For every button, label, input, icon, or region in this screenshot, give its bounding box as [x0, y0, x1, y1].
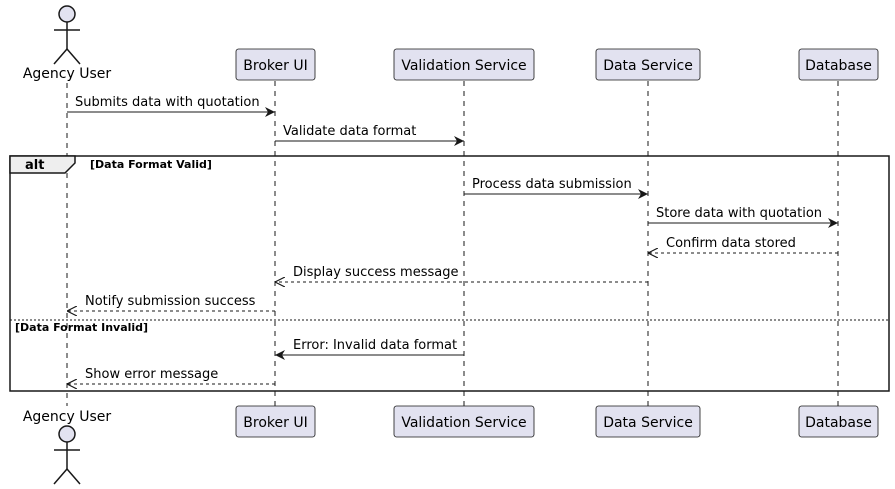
message-label: Notify submission success — [85, 294, 256, 309]
alt-condition-valid: [Data Format Valid] — [90, 158, 212, 171]
participant-label: Data Service — [603, 415, 693, 431]
participant-label: Broker UI — [243, 415, 307, 431]
alt-frame — [9, 155, 890, 392]
participant-box — [595, 405, 701, 438]
message: Validate data format — [275, 124, 464, 146]
participant-box — [393, 48, 535, 81]
message: Display success message — [275, 265, 648, 282]
participant-label: Broker UI — [243, 58, 307, 74]
actor-agency-top: Agency User — [23, 5, 112, 82]
participant-label: Database — [805, 415, 872, 431]
participant-database-top: Database — [798, 48, 879, 81]
message: Show error message — [67, 367, 275, 384]
participant-box — [595, 48, 701, 81]
message-label: Store data with quotation — [656, 206, 822, 221]
participant-label: Validation Service — [401, 415, 526, 431]
message-label: Error: Invalid data format — [293, 338, 457, 353]
actor-figure-icon — [53, 5, 81, 65]
participant-broker-top: Broker UI — [235, 48, 316, 81]
message-label: Validate data format — [283, 124, 416, 139]
message: Error: Invalid data format — [275, 338, 464, 360]
participant-box — [798, 48, 879, 81]
participant-validation-top: Validation Service — [393, 48, 535, 81]
message-label: Show error message — [85, 367, 218, 382]
participant-validation-bottom: Validation Service — [393, 405, 535, 438]
actor-label: Agency User — [23, 66, 112, 82]
participant-label: Validation Service — [401, 58, 526, 74]
participant-box — [235, 405, 316, 438]
participant-dataservice-bottom: Data Service — [595, 405, 701, 438]
alt-condition-invalid: [Data Format Invalid] — [15, 321, 148, 334]
actor-agency-bottom: Agency User — [23, 409, 112, 485]
message-label: Confirm data stored — [666, 236, 796, 251]
message: Notify submission success — [67, 294, 275, 311]
participant-label: Database — [805, 58, 872, 74]
participant-dataservice-top: Data Service — [595, 48, 701, 81]
alt-keyword: alt — [25, 158, 44, 173]
participant-box — [798, 405, 879, 438]
message: Store data with quotation — [648, 206, 838, 228]
message-label: Submits data with quotation — [75, 95, 260, 110]
participant-broker-bottom: Broker UI — [235, 405, 316, 438]
alt-label-tab — [9, 155, 76, 174]
message: Submits data with quotation — [67, 95, 275, 117]
actor-label: Agency User — [23, 409, 112, 425]
alt-fragment: alt [Data Format Valid] [Data Format Inv… — [9, 155, 890, 392]
participant-box — [393, 405, 535, 438]
message-label: Process data submission — [472, 177, 632, 192]
message: Confirm data stored — [648, 236, 838, 253]
participant-label: Data Service — [603, 58, 693, 74]
message-label: Display success message — [293, 265, 458, 280]
actor-figure-icon — [53, 425, 81, 485]
participant-database-bottom: Database — [798, 405, 879, 438]
message: Process data submission — [464, 177, 648, 199]
participant-box — [235, 48, 316, 81]
